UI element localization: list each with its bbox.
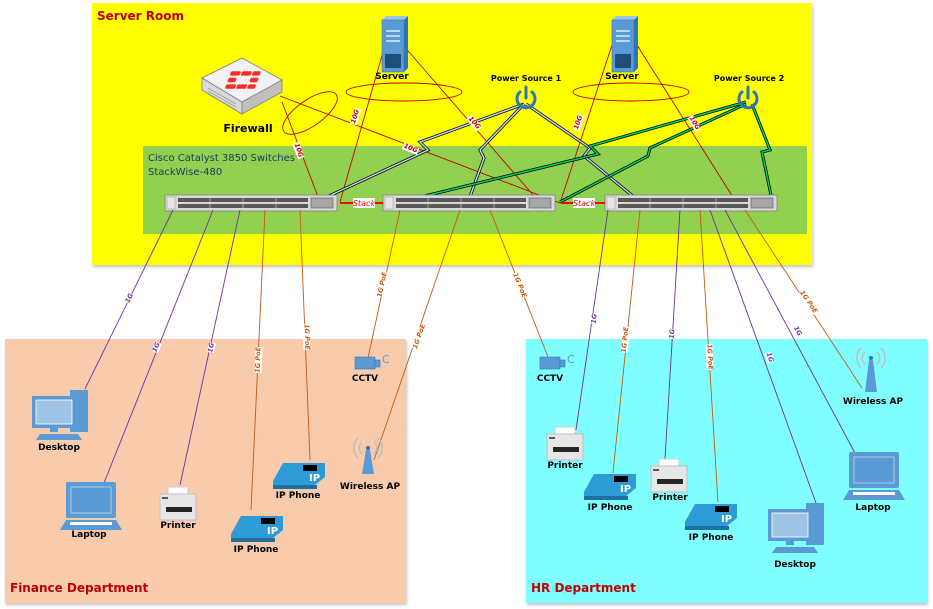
finance-cctv-icon: C [354,353,390,370]
server2-link-b [636,44,737,203]
switch-stack-zone [143,146,807,234]
svg-text:C: C [382,353,390,366]
svg-text:IP: IP [620,484,631,495]
label-poe-hr-ap: 1G PoE [798,289,819,315]
server2-bundle-ellipse [572,82,690,102]
firewall-icon [201,57,283,115]
hr-printer-1-icon [546,426,584,461]
power-source-2-label: Power Source 2 [713,74,785,83]
label-poe-fin-ipphone1: 1G PoE [303,324,312,351]
finance-laptop-label: Laptop [71,530,107,540]
finance-ip-phone-1-icon: IP [273,463,325,489]
label-poe-fin-ap: 1G PoE [411,322,427,350]
finance-laptop-icon [60,482,122,530]
label-1g-fin-printer: 1G [206,341,216,353]
label-poe-fin-ipphone2: 1G PoE [254,346,263,373]
stack-label-1: Stack [353,199,376,208]
svg-text:IP: IP [309,473,320,484]
server-1-icon [381,16,408,73]
stack-title-line2: StackWise-480 [148,167,223,178]
firewall-link-a [279,95,561,204]
hr-ip-phone-1-icon: IP [584,474,636,500]
server-2-icon [611,16,638,73]
hr-ip-phone-2-label: IP Phone [688,533,734,543]
finance-desktop-label: Desktop [38,443,80,453]
hr-printer-2-icon [650,458,688,493]
hr-printer-2-label: Printer [652,493,688,503]
link-labels: 10G 10G 10G 10G 10G 10G 1G 1G 1G 1G PoE … [123,108,819,374]
label-1g-fin-desktop: 1G [123,291,135,304]
firewall-label: Firewall [223,122,273,135]
power-links [315,100,774,204]
label-10g-server1-a: 10G [349,108,361,125]
hr-laptop-icon [843,452,905,500]
hr-cctv-label: CCTV [536,374,564,384]
finance-printer-icon [159,486,197,521]
label-poe-fin-cctv: 1G PoE [375,271,388,298]
hr-ip-phone-2-icon: IP [685,504,737,530]
finance-ip-phone-1-label: IP Phone [275,491,321,501]
label-1g-fin-laptop: 1G [151,341,162,354]
stack-label-2: Stack [573,199,596,208]
finance-cctv-label: CCTV [351,374,379,384]
finance-wireless-ap-label: Wireless AP [339,482,401,492]
server-1-label: Server [375,72,409,82]
hr-cctv-icon: C [539,353,575,370]
finance-ip-phone-2-label: IP Phone [233,545,279,555]
label-1g-hr-desktop: 1G [764,351,775,364]
switch-2 [382,194,556,212]
svg-text:C: C [567,353,575,366]
switch-3 [604,194,778,212]
svg-text:IP: IP [267,526,278,537]
label-1g-hr-laptop: 1G [792,325,804,338]
hr-ip-phone-1-label: IP Phone [587,503,633,513]
stack-title-line1: Cisco Catalyst 3850 Switches [148,153,295,164]
stack-label-bg-2 [573,198,595,208]
stack-label-bg-1 [353,198,375,208]
server-2-label: Server [605,72,639,82]
hr-wireless-ap-label: Wireless AP [842,397,904,407]
hr-department-title: HR Department [531,581,636,595]
label-1g-hr-printer1: 1G [589,313,598,325]
power-source-1-icon [515,85,537,110]
server2-link-a [559,44,613,204]
link-hr-desktop [709,209,817,504]
server-room-title: Server Room [97,9,184,23]
label-poe-hr-cctv: 1G PoE [511,272,528,299]
switch-stack-title: Cisco Catalyst 3850 Switches StackWise-4… [148,152,295,180]
hr-wireless-ap-icon [856,347,886,392]
finance-desktop-icon [32,390,88,440]
hr-laptop-label: Laptop [855,503,891,513]
finance-wireless-ap-icon [353,437,383,474]
firewall-bundle-ellipse [282,91,338,135]
power-source-2-icon [737,85,759,110]
finance-printer-label: Printer [160,521,196,531]
one-g-links [84,209,857,504]
hr-desktop-icon [768,503,824,553]
svg-text:IP: IP [721,514,732,525]
hr-desktop-label: Desktop [774,560,816,570]
power-source-1-label: Power Source 1 [490,74,562,83]
finance-department-zone [5,339,406,603]
hr-printer-1-label: Printer [547,461,583,471]
switch-1 [164,194,338,212]
finance-department-title: Finance Department [10,581,149,595]
link-hr-laptop [724,209,857,456]
label-1g-hr-printer2: 1G [668,328,677,339]
server1-link-a [339,44,386,203]
label-poe-hr-ipphone2: 1G PoE [705,344,714,371]
server1-bundle-ellipse [345,82,463,102]
label-poe-hr-ipphone1: 1G PoE [620,326,631,353]
finance-ip-phone-2-icon: IP [231,516,283,542]
